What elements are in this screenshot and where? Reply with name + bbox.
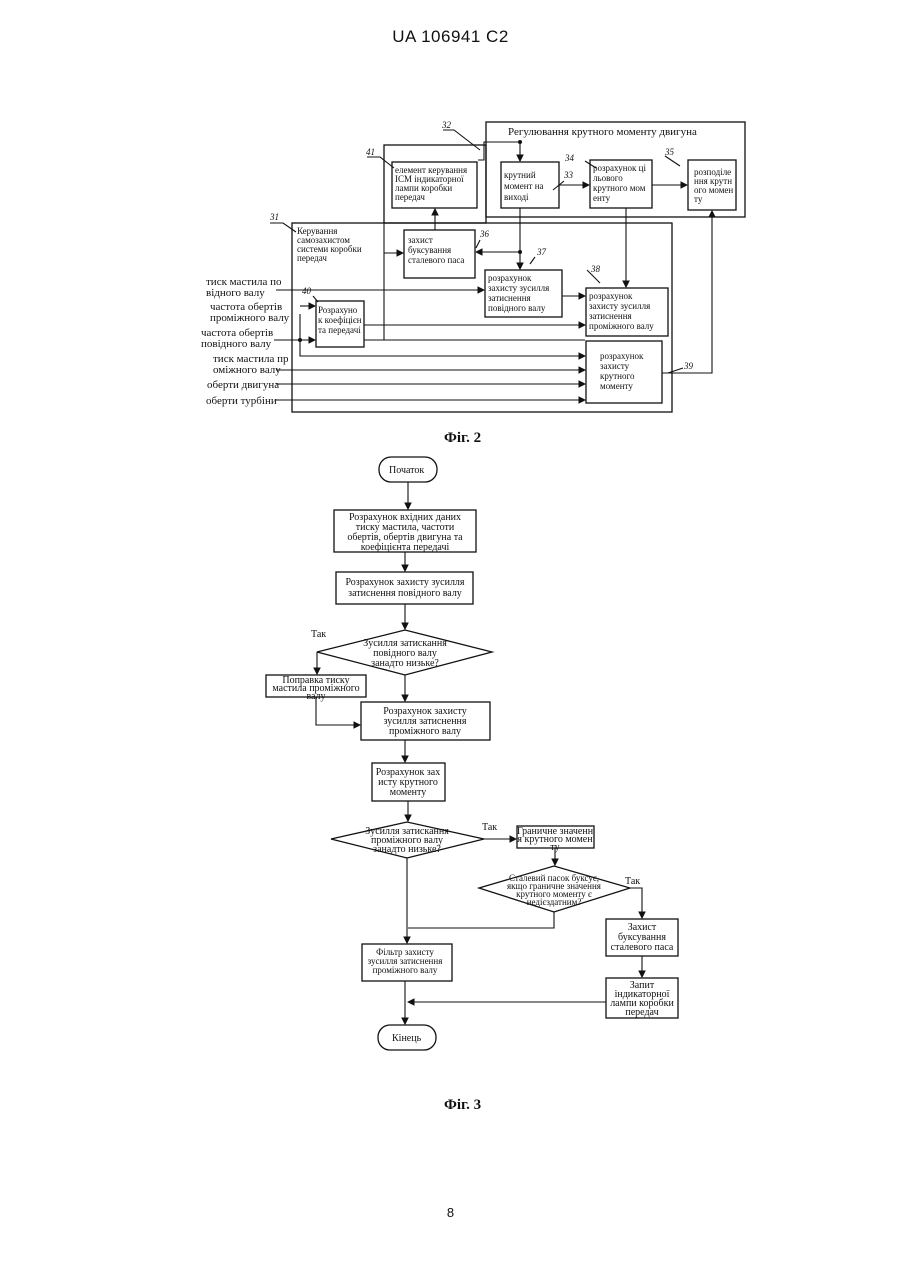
label-line: коефіцієнта передачі <box>361 542 450 553</box>
ref-37: 37 <box>536 247 547 257</box>
input-drive-oil-pressure: тиск мастила повідного валу <box>206 276 282 299</box>
label-line: затиснення повідного валу <box>348 588 462 599</box>
yes-label-2: Так <box>482 822 497 833</box>
fig2-diagram: 32 41 31 36 33 34 35 37 38 40 39 Регулюв… <box>201 120 745 446</box>
label-line: к коефіцієн <box>318 315 362 325</box>
label-line: передач <box>625 1007 658 1018</box>
label-line: повідного валу <box>201 338 272 350</box>
label-line: крутного мом <box>593 183 646 193</box>
label-line: розрахунок <box>589 291 633 301</box>
self-protect-title: Керуваннясамозахистомсистеми коробкипере… <box>297 226 362 263</box>
label-line: затиснення <box>488 293 531 303</box>
yes-label-1: Так <box>311 629 326 640</box>
input-calc-label: Розрахунок вхідних данихтиску мастила, ч… <box>347 512 463 553</box>
label-line: проміжного валу <box>373 965 438 975</box>
label-line: проміжного валу <box>389 726 461 737</box>
engine-torque-title: Регулювання крутного моменту двигуна <box>508 126 697 138</box>
filter-step-label: Фільтр захистузусилля затисненняпроміжно… <box>368 947 443 975</box>
fig3-flowchart: Початок Розрахунок вхідних данихтиску ма… <box>266 457 678 1113</box>
ref-31: 31 <box>269 212 279 222</box>
label-line: моменту <box>390 787 427 798</box>
label-line: льового <box>593 173 623 183</box>
decision-intermediate-label: Зусилля затисканняпроміжного валузанадто… <box>365 826 449 855</box>
label-line: повідного валу <box>488 303 546 313</box>
label-line: захист <box>408 235 433 245</box>
label-line: та передачі <box>318 325 361 335</box>
label-line: занадто низьке? <box>371 658 439 669</box>
label-line: проміжного валу <box>589 321 654 331</box>
ref-34: 34 <box>564 153 575 163</box>
label-line: затиснення <box>589 311 632 321</box>
label-line: розрахунок ці <box>593 163 646 173</box>
label-line: сталевого паса <box>611 942 674 953</box>
label-line: сталевого паса <box>408 255 464 265</box>
label-line: крутний <box>504 170 536 180</box>
label-line: моменту <box>600 381 633 391</box>
label-line: розрахунок <box>488 273 532 283</box>
label-line: ту <box>694 194 703 204</box>
label-line: розрахунок <box>600 351 644 361</box>
label-line: Розрахунок захисту зусилля <box>345 577 464 588</box>
label-line: виході <box>504 192 529 202</box>
page-number: 8 <box>0 1205 901 1220</box>
label-line: оберти турбіни <box>206 395 277 407</box>
ref-41: 41 <box>366 147 375 157</box>
ref-36: 36 <box>479 229 490 239</box>
ratio-calc-label: Розрахунок коефіцієнта передачі <box>318 305 362 335</box>
label-line: проміжного валу <box>210 312 290 324</box>
label-line: Розрахуно <box>318 305 358 315</box>
fig3-caption: Фіг. 3 <box>444 1097 481 1113</box>
label-line: момент на <box>504 181 544 191</box>
label-line: оберти двигуна <box>207 379 279 391</box>
label-line: оміжного валу <box>213 364 281 376</box>
label-line: крутного <box>600 371 635 381</box>
intermediate-clamp-step-label: Розрахунок захистузусилля затисненняпром… <box>383 706 467 737</box>
ref-35: 35 <box>664 147 675 157</box>
label-line: захисту <box>600 361 630 371</box>
fig2-caption: Фіг. 2 <box>444 430 481 446</box>
input-engine-speed: оберти двигуна <box>207 379 279 391</box>
ref-39: 39 <box>683 361 694 371</box>
input-drive-speed: частота обертівповідного валу <box>201 327 273 350</box>
label-line: енту <box>593 193 611 203</box>
input-intermediate-speed: частота обертівпроміжного валу <box>210 301 290 324</box>
yes-label-3: Так <box>625 876 640 887</box>
decision-drive-label: Зусилля затисканняповідного валузанадто … <box>363 638 447 669</box>
label-line: передач <box>395 192 425 202</box>
label-line: занадто низьке? <box>373 844 441 855</box>
end-label: Кінець <box>392 1033 422 1044</box>
label-line: захисту зусилля <box>488 283 549 293</box>
start-label: Початок <box>389 465 424 476</box>
label-line: відного валу <box>206 287 265 299</box>
label-line: захисту зусилля <box>589 301 650 311</box>
ref-32: 32 <box>441 120 452 130</box>
drive-clamp-step-label: Розрахунок захисту зусиллязатиснення пов… <box>345 577 464 599</box>
ref-33: 33 <box>563 170 574 180</box>
ref-38: 38 <box>590 264 601 274</box>
label-line: недієздатним? <box>527 897 582 907</box>
ref-40: 40 <box>302 286 312 296</box>
fig3-connections <box>316 482 642 1024</box>
label-line: передач <box>297 253 327 263</box>
input-turbine-speed: оберти турбіни <box>206 395 277 407</box>
input-intermediate-oil-pressure: тиск мастила проміжного валу <box>213 353 289 376</box>
label-line: буксування <box>408 245 451 255</box>
